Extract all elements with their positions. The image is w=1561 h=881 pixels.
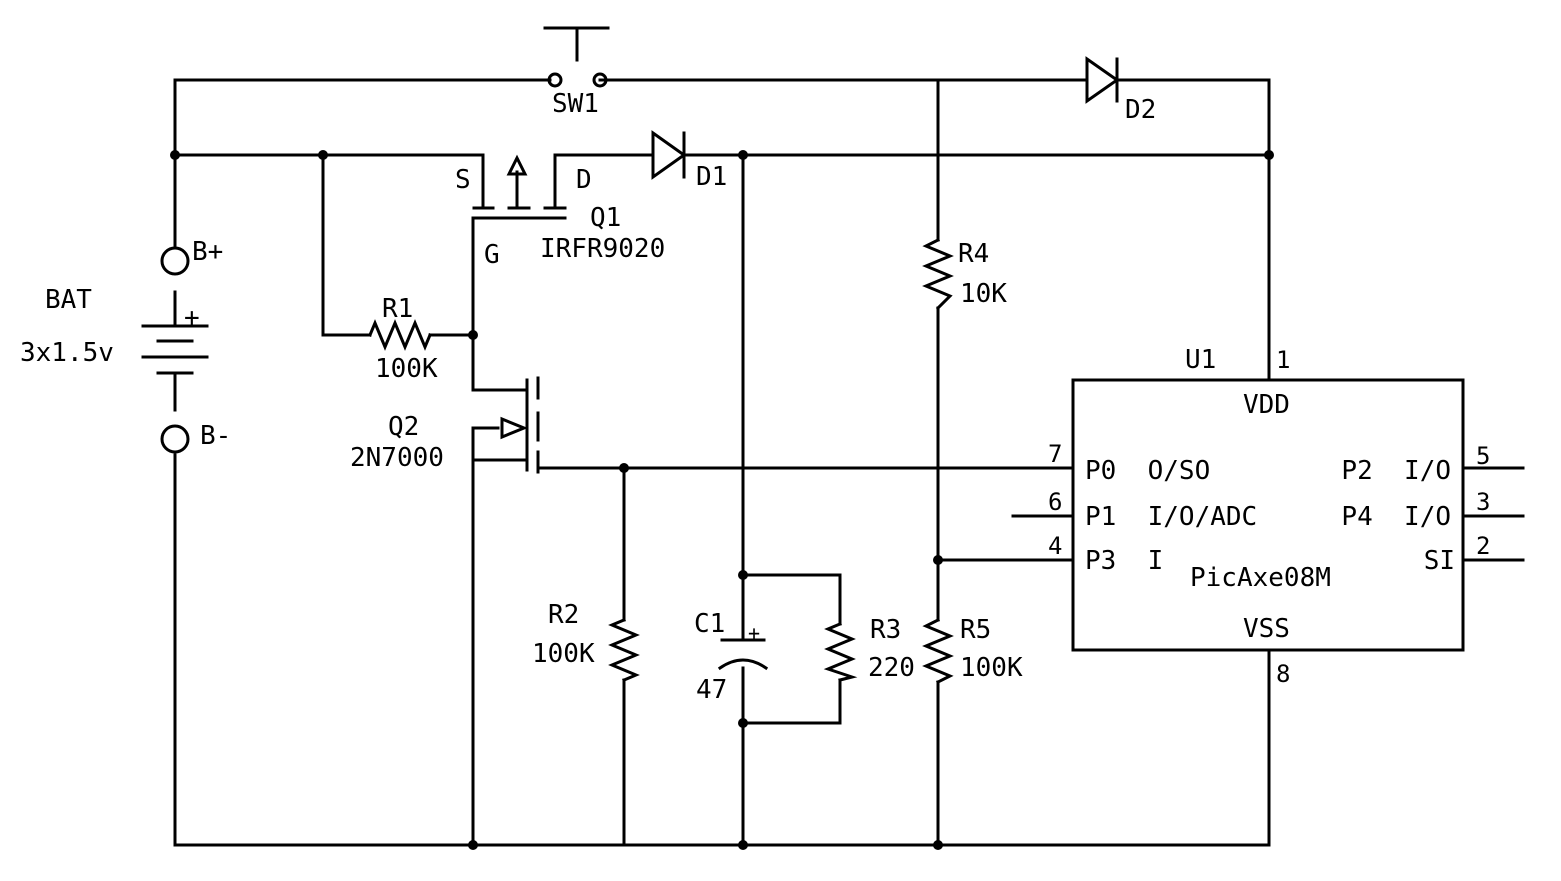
- p4-pin-label: P4 I/O: [1341, 502, 1451, 532]
- p2-pin-label: P2 I/O: [1341, 456, 1451, 486]
- junction-dot: [933, 840, 943, 850]
- ic-u1: U1 1 VDD VSS 8 7 P0 O/SO 6 P1 I/O/ADC 4 …: [1048, 345, 1490, 688]
- b-plus-label: B+: [192, 237, 223, 267]
- battery: + B+ B- BAT 3x1.5v: [20, 237, 231, 454]
- q1-gate-label: G: [484, 240, 500, 270]
- junction-dot: [619, 463, 629, 473]
- c1-value: 47: [696, 675, 727, 705]
- r5-ref: R5: [960, 615, 991, 645]
- junction-dot: [468, 840, 478, 850]
- pin-3-number: 3: [1476, 488, 1490, 516]
- b-minus-label: B-: [200, 421, 231, 451]
- junction-dot: [468, 330, 478, 340]
- battery-value: 3x1.5v: [20, 338, 114, 368]
- q1-part: IRFR9020: [540, 234, 665, 264]
- switch-sw1: SW1: [543, 26, 610, 119]
- pin-1-number: 1: [1276, 346, 1290, 374]
- resistor-r1: R1 100K: [368, 294, 438, 384]
- r2-ref: R2: [548, 600, 579, 630]
- pin-6-number: 6: [1048, 488, 1062, 516]
- diode-d2: D2: [1085, 56, 1156, 125]
- r4-ref: R4: [958, 239, 989, 269]
- ic-body: [1071, 378, 1465, 652]
- junction-dot: [1264, 150, 1274, 160]
- mosfet-q1: S D G Q1 IRFR9020: [455, 154, 665, 270]
- d1-label: D1: [696, 162, 727, 192]
- r2-value: 100K: [532, 639, 595, 669]
- mosfet-q2: Q2 2N7000: [350, 376, 540, 474]
- junction-dot: [738, 840, 748, 850]
- r4-value: 10K: [960, 279, 1007, 309]
- pin-5-number: 5: [1476, 442, 1490, 470]
- diode-d1: D1: [651, 130, 727, 192]
- b-plus-terminal: [160, 246, 190, 276]
- capacitor-c1: + C1 47: [694, 609, 769, 705]
- battery-plus-sign: +: [184, 303, 200, 333]
- resistor-r2: R2 100K: [532, 600, 640, 682]
- b-minus-terminal: [160, 424, 190, 454]
- sw1-label: SW1: [552, 89, 599, 119]
- resistor-r5: R5 100K: [922, 615, 1023, 685]
- d2-label: D2: [1125, 95, 1156, 125]
- u1-ref: U1: [1185, 345, 1216, 375]
- pin-7-number: 7: [1048, 440, 1062, 468]
- wires: [173, 78, 1525, 847]
- pin-8-number: 8: [1276, 660, 1290, 688]
- r1-ref: R1: [382, 294, 413, 324]
- pin-4-number: 4: [1048, 532, 1062, 560]
- p3-pin-label: P3 I: [1085, 546, 1163, 576]
- junction-dot: [318, 150, 328, 160]
- c1-plus-sign: +: [748, 621, 760, 645]
- si-pin-label: SI: [1424, 546, 1455, 576]
- resistor-r4: R4 10K: [922, 237, 1007, 311]
- junction-dot: [933, 555, 943, 565]
- battery-ref: BAT: [45, 285, 92, 315]
- r5-value: 100K: [960, 653, 1023, 683]
- junction-dot: [738, 718, 748, 728]
- r3-ref: R3: [870, 615, 901, 645]
- junction-dot: [170, 150, 180, 160]
- p1-pin-label: P1 I/O/ADC: [1085, 502, 1257, 532]
- p0-pin-label: P0 O/SO: [1085, 456, 1210, 486]
- pin-2-number: 2: [1476, 532, 1490, 560]
- ic-name: PicAxe08M: [1190, 563, 1331, 593]
- q2-part: 2N7000: [350, 443, 444, 473]
- junction-dot: [738, 150, 748, 160]
- q1-ref: Q1: [590, 203, 621, 233]
- q1-source-label: S: [455, 165, 471, 195]
- junction-dots: [170, 150, 1274, 850]
- r3-value: 220: [868, 653, 915, 683]
- vdd-label: VDD: [1243, 390, 1290, 420]
- r1-value: 100K: [375, 354, 438, 384]
- junction-dot: [738, 570, 748, 580]
- c1-ref: C1: [694, 609, 725, 639]
- vss-label: VSS: [1243, 614, 1290, 644]
- resistor-r3: R3 220: [823, 615, 915, 683]
- q1-drain-label: D: [576, 165, 592, 195]
- q2-ref: Q2: [388, 412, 419, 442]
